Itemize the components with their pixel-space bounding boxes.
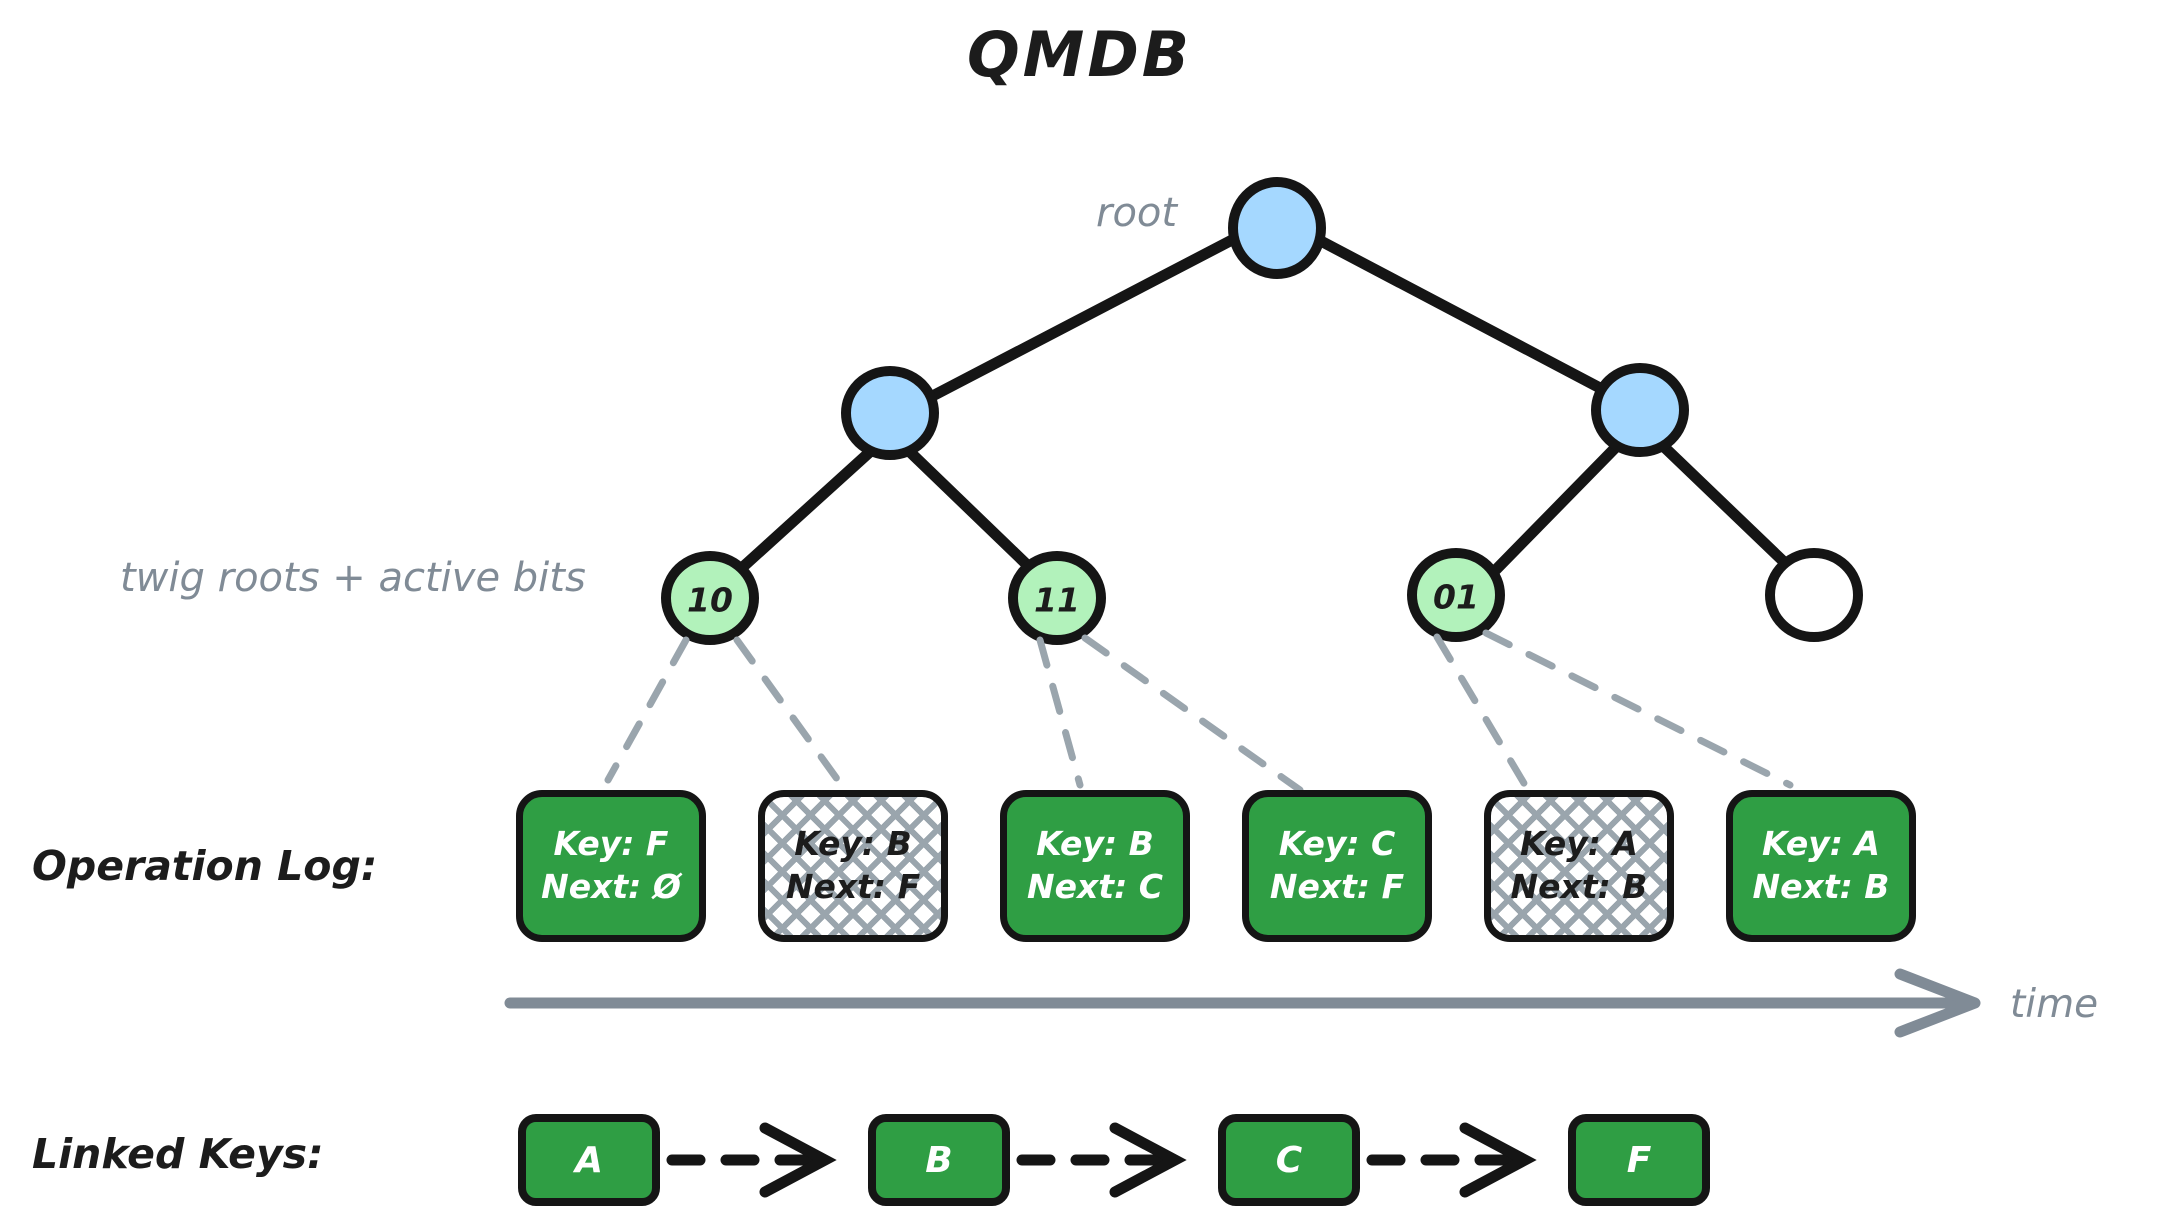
- op-log-entry[interactable]: Key: F Next: Ø: [516, 790, 706, 942]
- twig-to-log-connectors: [604, 629, 1794, 794]
- linked-keys-label: Linked Keys:: [32, 1130, 324, 1178]
- linked-keys-arrows: [666, 1122, 1537, 1198]
- op-log-key: Key: C: [1278, 824, 1396, 864]
- linked-key-text: A: [575, 1139, 603, 1181]
- linked-key-node[interactable]: F: [1568, 1114, 1710, 1206]
- time-arrow: [504, 968, 1981, 1038]
- linked-key-text: F: [1626, 1139, 1652, 1181]
- op-log-next: Next: Ø: [541, 867, 681, 906]
- op-log-entry[interactable]: Key: A Next: B: [1484, 790, 1674, 942]
- node-twig-empty[interactable]: [1765, 548, 1863, 642]
- edge-root-left: [892, 222, 1261, 420]
- op-log-entry[interactable]: Key: B Next: F: [758, 790, 948, 942]
- tree-edges: [717, 222, 1814, 594]
- linked-key-node[interactable]: A: [518, 1114, 660, 1206]
- op-log-entry[interactable]: Key: C Next: F: [1242, 790, 1432, 942]
- twig-node-01-text: 01: [1433, 577, 1479, 617]
- twig-roots-label: twig roots + active bits: [120, 555, 586, 601]
- op-log-key: Key: B: [794, 824, 912, 864]
- op-log-next: Next: F: [1269, 867, 1405, 906]
- dash-twig01-entry6: [1482, 629, 1794, 789]
- op-log-next: Next: B: [1510, 867, 1648, 906]
- page-title: QMDB: [966, 18, 1193, 91]
- node-twig-10[interactable]: [661, 551, 759, 645]
- op-log-key: Key: A: [1520, 824, 1638, 864]
- op-log-next: Next: C: [1027, 867, 1163, 906]
- twig-node-10-text: 10: [687, 580, 733, 620]
- dash-twig10-entry1: [604, 636, 690, 784]
- operation-log-label: Operation Log:: [32, 842, 378, 890]
- dash-twig11-entry3: [1036, 636, 1084, 789]
- linked-key-node[interactable]: B: [868, 1114, 1010, 1206]
- op-log-next: Next: F: [785, 867, 921, 906]
- edge-left-twig10: [717, 444, 878, 591]
- node-twig-01[interactable]: [1407, 548, 1505, 642]
- lk-arrowhead-c-f: [1459, 1122, 1537, 1198]
- dash-twig01-entry5: [1433, 633, 1532, 794]
- linked-key-text: B: [925, 1139, 953, 1181]
- node-internal-right[interactable]: [1591, 363, 1689, 457]
- root-label: root: [1096, 190, 1178, 236]
- linked-key-node[interactable]: C: [1218, 1114, 1360, 1206]
- dash-twig11-entry4: [1081, 634, 1304, 794]
- op-log-next: Next: B: [1752, 867, 1890, 906]
- edge-right-twig01: [1472, 437, 1626, 594]
- node-twig-11[interactable]: [1008, 551, 1106, 645]
- time-label: time: [2010, 982, 2099, 1027]
- op-log-key: Key: A: [1762, 824, 1880, 864]
- op-log-key: Key: F: [553, 824, 669, 864]
- op-log-entry[interactable]: Key: B Next: C: [1000, 790, 1190, 942]
- op-log-entry[interactable]: Key: A Next: B: [1726, 790, 1916, 942]
- lk-arrowhead-a-b: [759, 1122, 837, 1198]
- tree-nodes: [661, 177, 1863, 645]
- edge-root-right: [1294, 224, 1644, 414]
- op-log-key: Key: B: [1036, 824, 1154, 864]
- dash-twig10-entry2: [733, 636, 849, 794]
- node-root[interactable]: [1228, 177, 1326, 279]
- twig-node-11-text: 11: [1034, 580, 1080, 620]
- linked-key-text: C: [1275, 1139, 1303, 1181]
- node-internal-left[interactable]: [841, 366, 939, 460]
- lk-arrowhead-b-c: [1109, 1122, 1187, 1198]
